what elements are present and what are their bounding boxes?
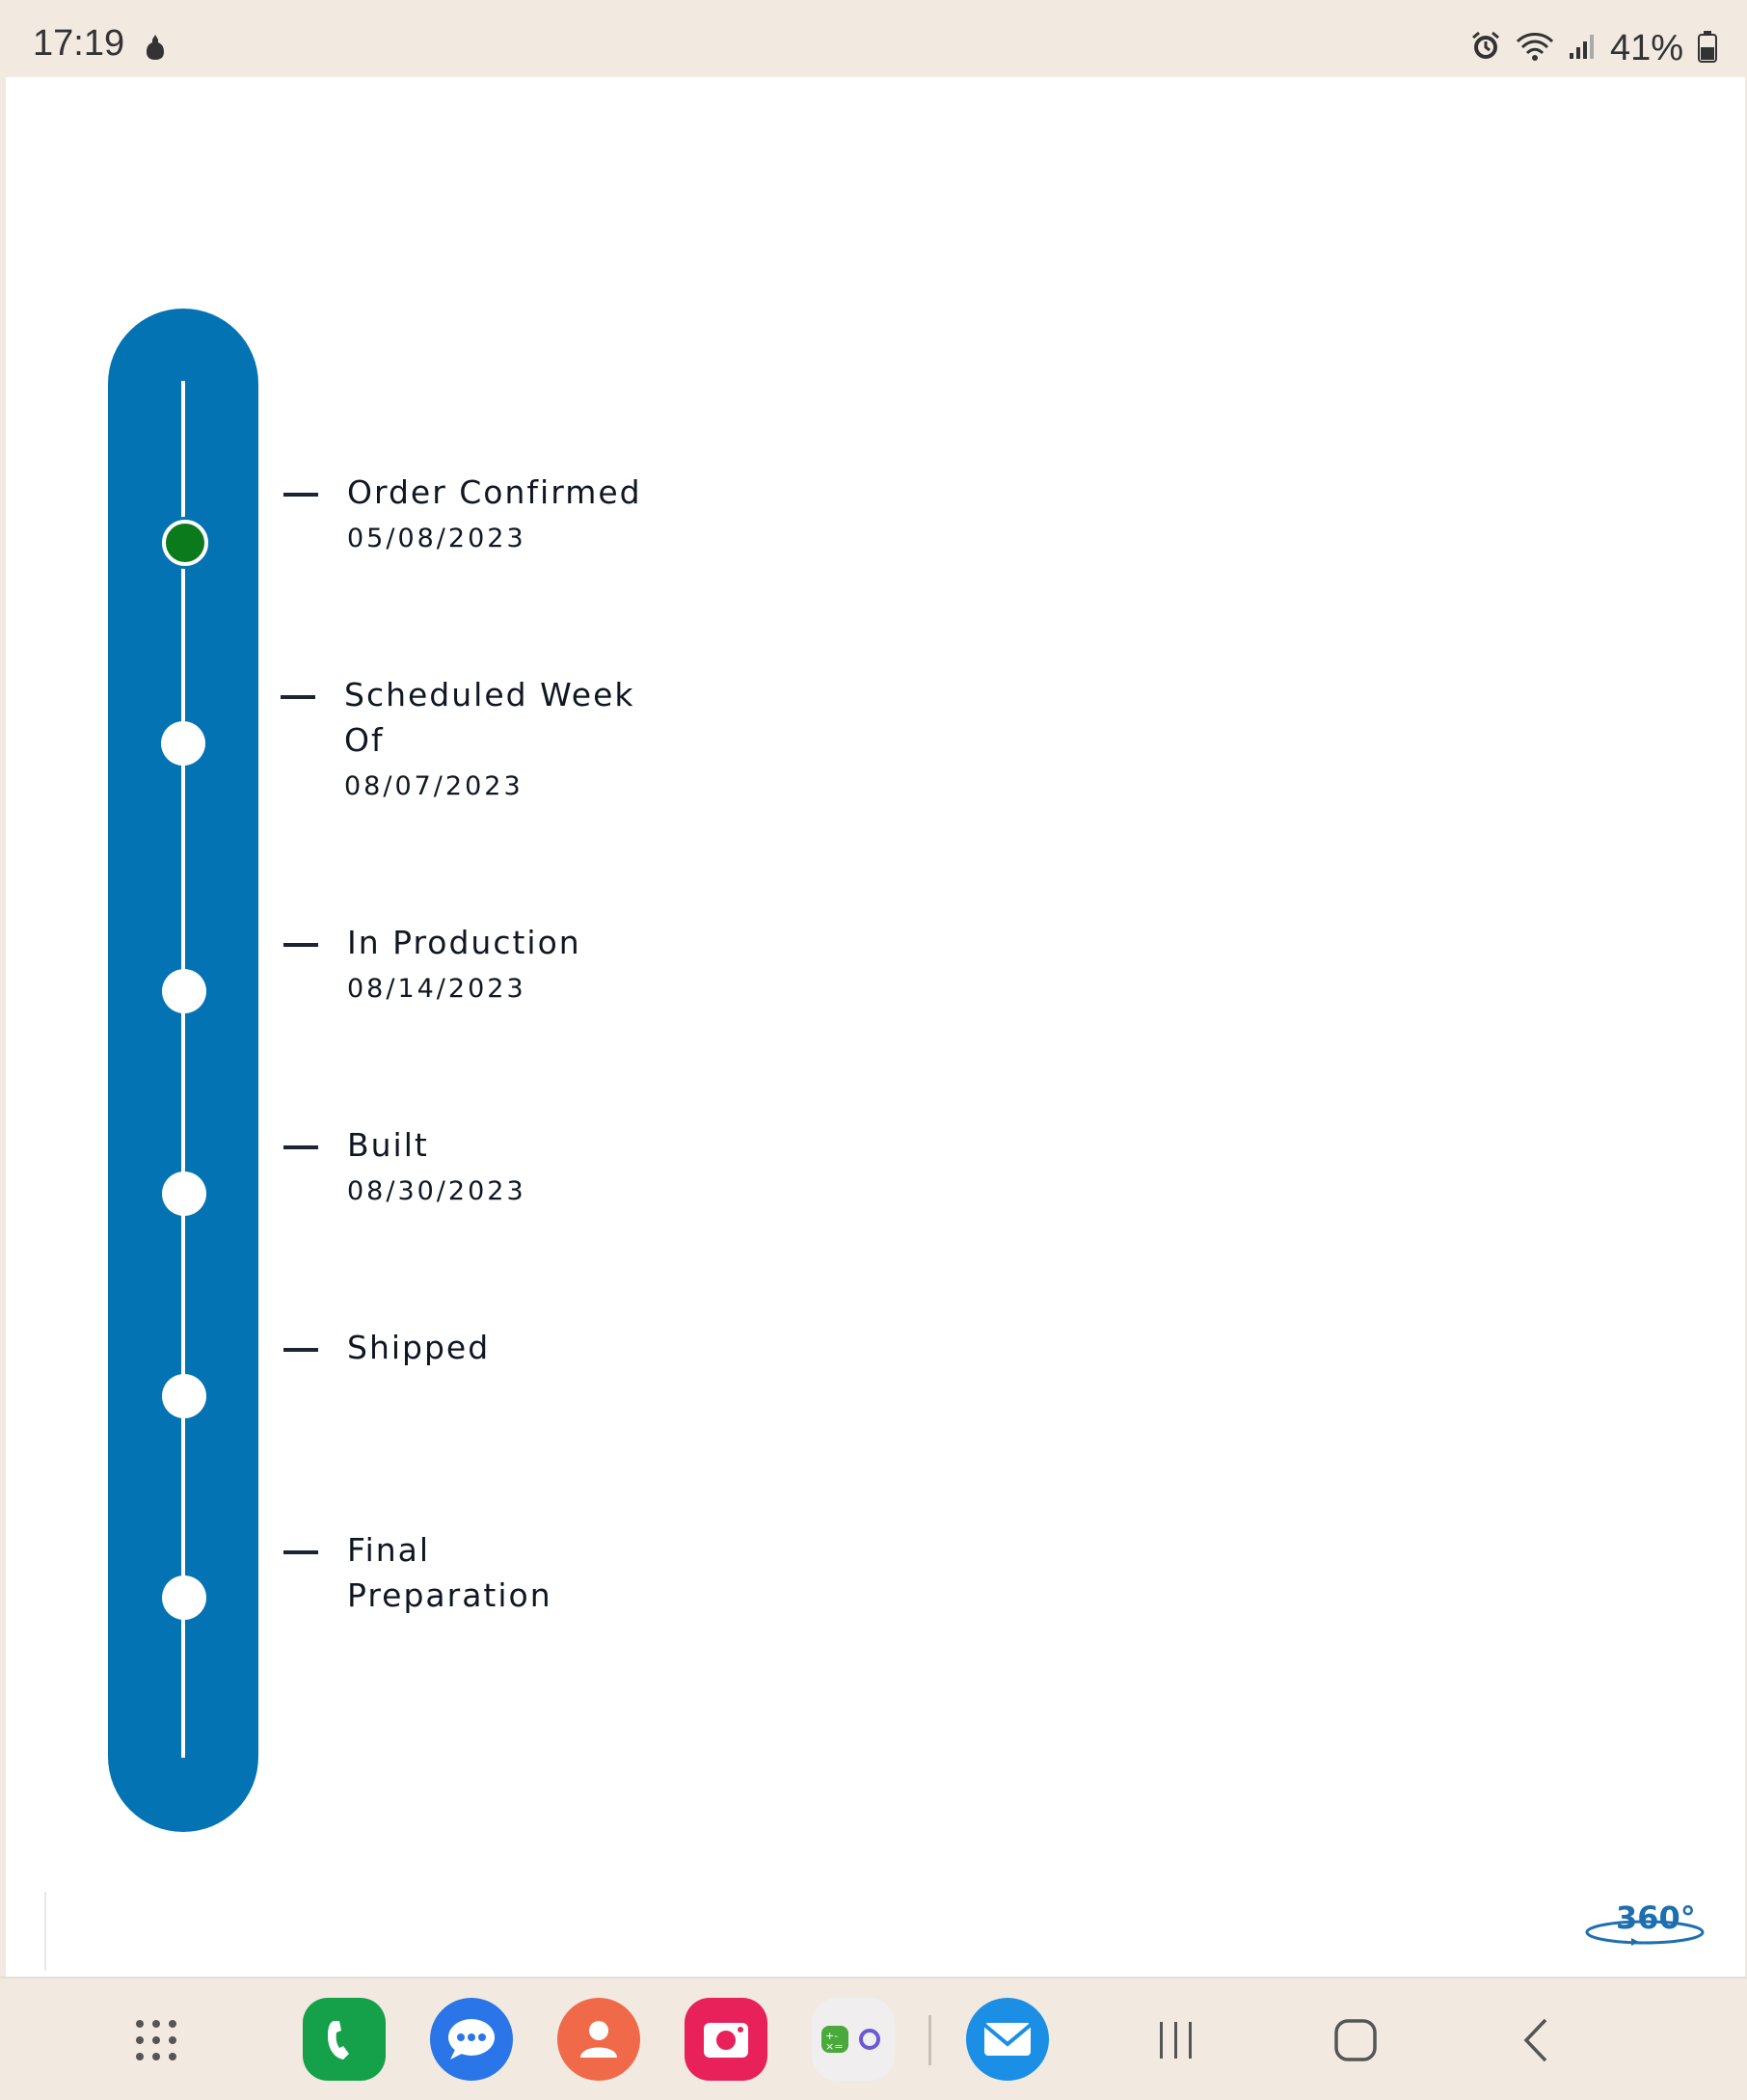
logo-360[interactable]: 360°: [1581, 1898, 1707, 1959]
step-title: Scheduled Week Of: [344, 676, 635, 759]
messages-icon[interactable]: [430, 1998, 513, 2081]
status-time: 17:19: [33, 23, 125, 64]
timeline-dot-active: [162, 520, 208, 566]
timeline-line: [181, 381, 185, 1758]
timeline-dot: [162, 1171, 206, 1216]
calculator-icon[interactable]: +- ×=: [812, 1998, 895, 2081]
notification-icon: [145, 33, 166, 66]
timeline-dot: [161, 721, 205, 766]
phone-icon[interactable]: [303, 1998, 386, 2081]
svg-text:+-: +-: [825, 2030, 838, 2042]
timeline-dot: [162, 969, 206, 1013]
timeline-dash: [283, 1550, 318, 1554]
alarm-icon: [1469, 30, 1502, 67]
timeline-dot: [162, 1575, 206, 1620]
step-title: Shipped: [347, 1329, 491, 1366]
step-date: 08/07/2023: [344, 771, 524, 801]
timeline-dot: [162, 1374, 206, 1418]
divider: [44, 1892, 46, 1971]
timeline-dash: [283, 493, 318, 497]
email-icon[interactable]: [966, 1998, 1049, 2081]
signal-icon: [1568, 32, 1597, 65]
contacts-icon[interactable]: [557, 1998, 640, 2081]
timeline-dash: [283, 1145, 318, 1149]
battery-percent: 41%: [1609, 27, 1683, 68]
camera-icon[interactable]: [685, 1998, 767, 2081]
status-bar: 17:19: [0, 0, 1747, 77]
step-title: Order Confirmed: [347, 473, 642, 511]
step-title: In Production: [347, 924, 581, 961]
home-icon[interactable]: [1315, 2000, 1396, 2081]
content-area: [6, 77, 1745, 1977]
back-icon[interactable]: [1496, 2000, 1577, 2081]
apps-grid-icon[interactable]: [116, 2000, 197, 2081]
svg-text:×=: ×=: [825, 2040, 843, 2053]
timeline-dash: [281, 695, 315, 699]
timeline-dash: [283, 1348, 318, 1352]
recents-icon[interactable]: [1136, 2000, 1217, 2081]
wifi-icon: [1516, 30, 1554, 67]
step-date: 08/30/2023: [347, 1176, 526, 1206]
battery-icon: [1697, 30, 1718, 67]
step-date: 08/14/2023: [347, 974, 526, 1004]
logo-360-text: 360°: [1616, 1899, 1696, 1936]
timeline-dash: [283, 943, 318, 947]
dock-separator: [928, 2015, 931, 2065]
status-right-group: 41%: [1469, 27, 1718, 69]
step-title: Built: [347, 1126, 429, 1164]
step-date: 05/08/2023: [347, 524, 526, 553]
step-title: Final Preparation: [347, 1531, 552, 1614]
